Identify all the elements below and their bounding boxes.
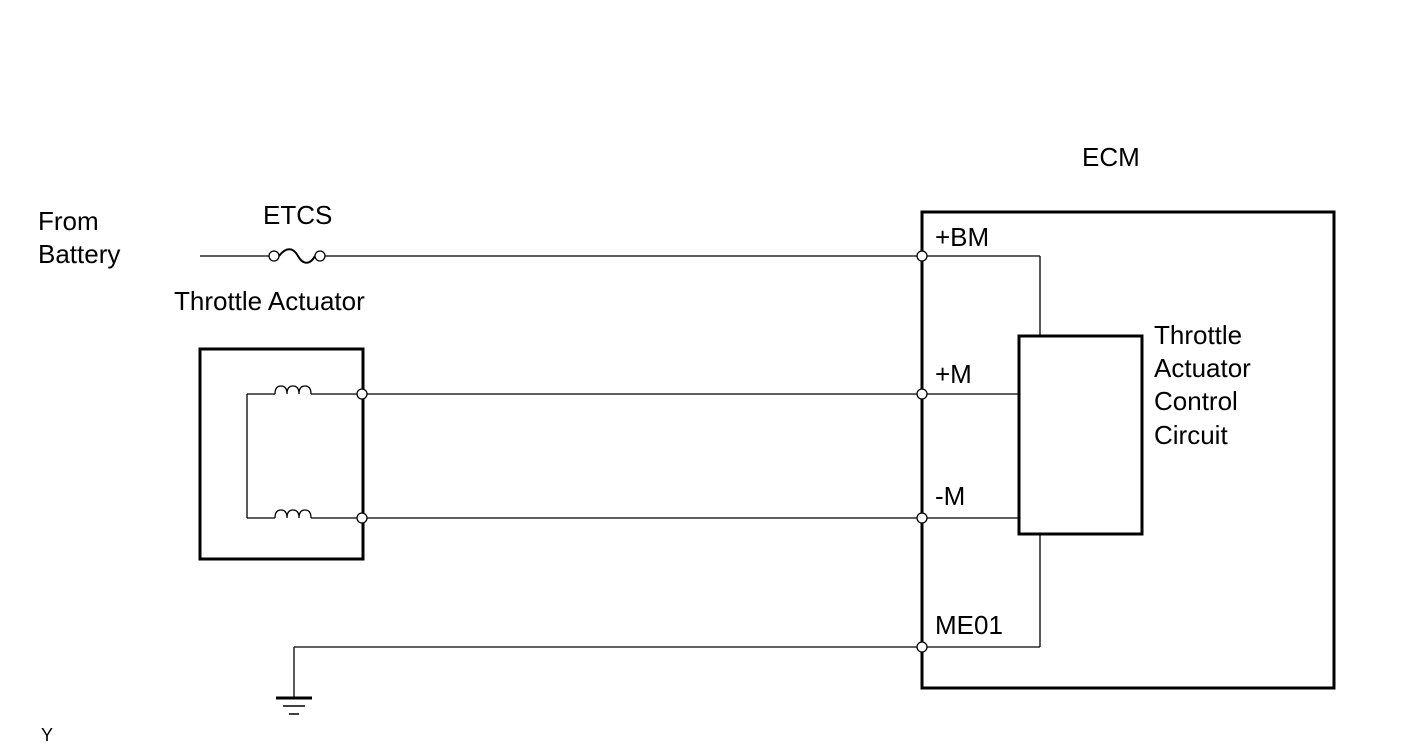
control-label-line1: Throttle [1154, 320, 1242, 350]
terminal-bm-label: +BM [935, 222, 989, 252]
actuator-terminal-mm [356, 512, 368, 524]
battery-label: Battery [38, 239, 120, 269]
control-label-line2: Actuator [1154, 353, 1251, 383]
motor-coil-bottom [274, 509, 312, 519]
control-circuit-box [1017, 334, 1144, 536]
terminal-mm-label: -M [935, 481, 965, 511]
ecm-terminal-mm [916, 512, 928, 524]
fuse-terminal-right [314, 250, 326, 262]
motor-coil-top [274, 385, 312, 395]
actuator-terminal-pm [356, 388, 368, 400]
ecm-label: ECM [1082, 142, 1140, 172]
control-label-line3: Control [1154, 386, 1238, 416]
fuse-symbol [278, 248, 316, 264]
corner-label: Y [41, 725, 53, 745]
fuse-terminal-left [268, 250, 280, 262]
from-label: From [38, 206, 99, 236]
ecm-box [920, 210, 1336, 690]
terminal-pm-label: +M [935, 359, 972, 389]
fuse-label: ETCS [263, 200, 332, 230]
ecm-terminal-me01 [916, 641, 928, 653]
ecm-terminal-bm [916, 250, 928, 262]
control-label-line4: Circuit [1154, 420, 1228, 450]
throttle-actuator-box [198, 347, 365, 561]
terminal-me01-label: ME01 [935, 610, 1003, 640]
ecm-terminal-pm [916, 388, 928, 400]
actuator-label: Throttle Actuator [174, 286, 365, 316]
ground-icon [276, 696, 312, 715]
